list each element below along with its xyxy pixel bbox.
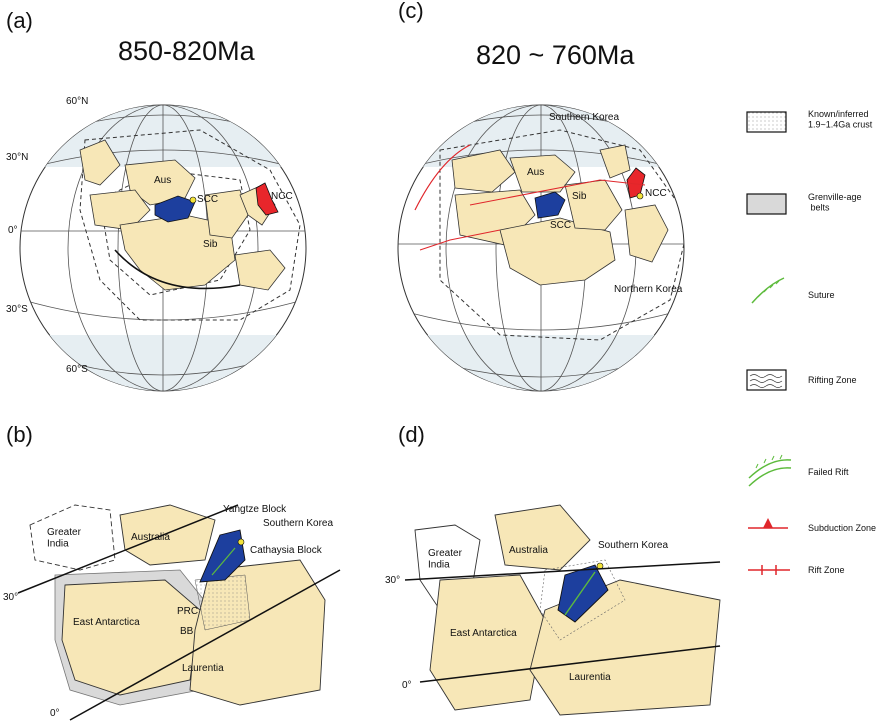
lat-label: 60°S: [66, 364, 88, 375]
globe-c: [397, 104, 685, 392]
block-label-prc: PRC: [177, 606, 198, 617]
block-label-cathaysia: Cathaysia Block: [250, 545, 323, 556]
wavy-box-icon: [746, 369, 787, 391]
rift-zone-icon: [748, 565, 790, 575]
block-label-australia: Australia: [509, 545, 548, 556]
panel-a-label: (a): [6, 8, 33, 33]
block-label-southern-korea: Southern Korea: [598, 540, 668, 551]
block-label-ncc: NCC: [271, 191, 293, 202]
block-label-sib: Sib: [572, 191, 587, 202]
legend-label-suture: Suture: [808, 290, 835, 300]
panel-c: (c) 820 ~ 760Ma: [397, 0, 685, 392]
legend-label-grenville: Grenville-age belts: [808, 192, 862, 212]
legend-label-rifting: Rifting Zone: [808, 375, 857, 385]
block-label-bb: BB: [180, 626, 194, 637]
block-label-ncc: NCC: [645, 188, 667, 199]
lat-label: 30°: [385, 575, 400, 586]
block-label-east-antarctica: East Antarctica: [73, 617, 140, 628]
block-label-laurentia: Laurentia: [569, 672, 611, 683]
block-label-yangtze: Yangtze Block: [223, 504, 287, 515]
block-label-australia: Australia: [131, 532, 170, 543]
lat-label: 30°N: [6, 152, 28, 163]
block-label-northern-korea: Northern Korea: [614, 284, 683, 295]
lat-label: 0°: [8, 225, 18, 236]
legend-label-rift-zone: Rift Zone: [808, 565, 845, 575]
subduction-zone-icon: [748, 518, 788, 529]
panel-c-age: 820 ~ 760Ma: [476, 40, 635, 70]
failed-rift-icon: [748, 454, 792, 487]
lat-label: 30°S: [6, 304, 28, 315]
panel-a: (a) 850-820Ma: [6, 8, 307, 392]
block-label-aus: Aus: [527, 167, 544, 178]
suture-line-icon: [751, 277, 785, 304]
block-label-southern-korea: Southern Korea: [549, 112, 619, 123]
panel-b-label: (b): [6, 422, 33, 447]
block-label-sib: Sib: [203, 239, 218, 250]
block-label-laurentia: Laurentia: [182, 663, 224, 674]
lat-label: 30°: [3, 592, 18, 603]
panel-a-age: 850-820Ma: [118, 36, 256, 66]
block-label-southern-korea: Southern Korea: [263, 518, 333, 529]
block-label-aus: Aus: [154, 175, 171, 186]
lat-label: 60°N: [66, 96, 88, 107]
block-label-scc: SCC: [550, 220, 571, 231]
legend-label-failed-rift: Failed Rift: [808, 467, 849, 477]
lat-label: 0°: [50, 708, 60, 719]
lat-label: 0°: [402, 680, 412, 691]
block-label-scc: SCC: [197, 194, 218, 205]
gray-box-icon: [746, 193, 787, 215]
panel-c-label: (c): [398, 0, 424, 23]
globe-a: [19, 104, 307, 392]
block-label-east-antarctica: East Antarctica: [450, 628, 517, 639]
panel-d-label: (d): [398, 422, 425, 447]
dotted-box-icon: [746, 111, 787, 133]
legend-label-subduction: Subduction Zone: [808, 523, 876, 533]
